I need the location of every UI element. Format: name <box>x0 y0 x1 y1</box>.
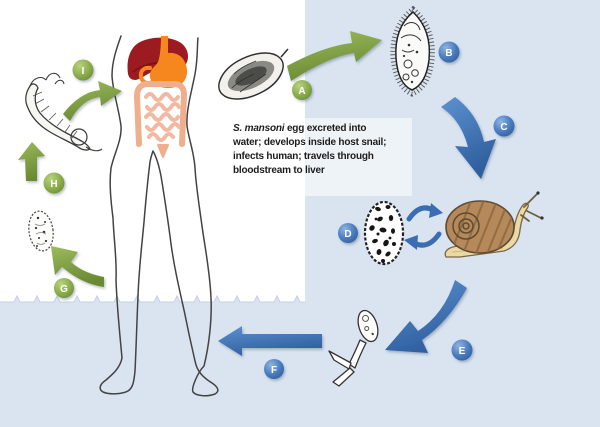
stage-label-e: E <box>459 346 466 357</box>
stage-label-b: B <box>445 48 452 59</box>
arrow-h-upward <box>18 142 45 181</box>
schistosomulum-illustration <box>28 210 54 252</box>
human-figure-outline <box>99 35 219 397</box>
stage-label-a: A <box>298 86 305 97</box>
stage-marker-f: F <box>264 359 284 379</box>
intestines-illustration <box>134 81 187 158</box>
caption-line-3: infects human; travels through <box>233 151 374 162</box>
waterline <box>0 294 305 303</box>
arrow-a-egg-to-miracidium <box>287 31 382 81</box>
stage-marker-b: B <box>438 41 460 63</box>
stage-marker-g: G <box>54 278 74 298</box>
caption-box: S. mansoni egg excreted into water; deve… <box>228 118 412 196</box>
schistosome-egg-illustration <box>218 48 289 100</box>
stage-label-h: H <box>50 179 57 190</box>
arrow-i-worm-to-body <box>63 81 122 121</box>
cycle-arrows-sporocyst-snail <box>404 203 443 250</box>
caption-line-4: bloodstream to liver <box>233 165 325 176</box>
stage-marker-i: I <box>72 59 94 81</box>
adult-worm-pair-illustration <box>25 72 103 152</box>
miracidium-illustration <box>390 5 435 97</box>
stage-label-g: G <box>60 284 68 295</box>
stage-label-d: D <box>344 229 351 240</box>
stage-marker-e: E <box>451 339 473 361</box>
arrow-f-to-human-legs <box>218 326 322 356</box>
arrow-e-to-cercaria <box>385 280 467 353</box>
host-snail-illustration <box>444 191 544 258</box>
species-name-italic: S. mansoni <box>233 123 285 134</box>
caption-line-2: water; develops inside host snail; <box>233 137 387 148</box>
caption-line-1: S. mansoni egg excreted into <box>233 123 367 134</box>
stage-marker-d: D <box>338 223 358 243</box>
arrow-c-to-snail <box>441 97 496 179</box>
sporocyst-illustration <box>363 200 405 266</box>
fork-tailed-cercaria-illustration <box>328 309 379 387</box>
stage-label-f: F <box>271 365 277 376</box>
arrow-g-to-schistosomulum <box>51 246 104 287</box>
stage-marker-a: A <box>292 80 312 100</box>
stage-label-i: I <box>82 66 85 77</box>
stage-label-c: C <box>500 122 507 133</box>
stage-marker-h: H <box>43 172 65 194</box>
stage-marker-c: C <box>493 115 515 137</box>
